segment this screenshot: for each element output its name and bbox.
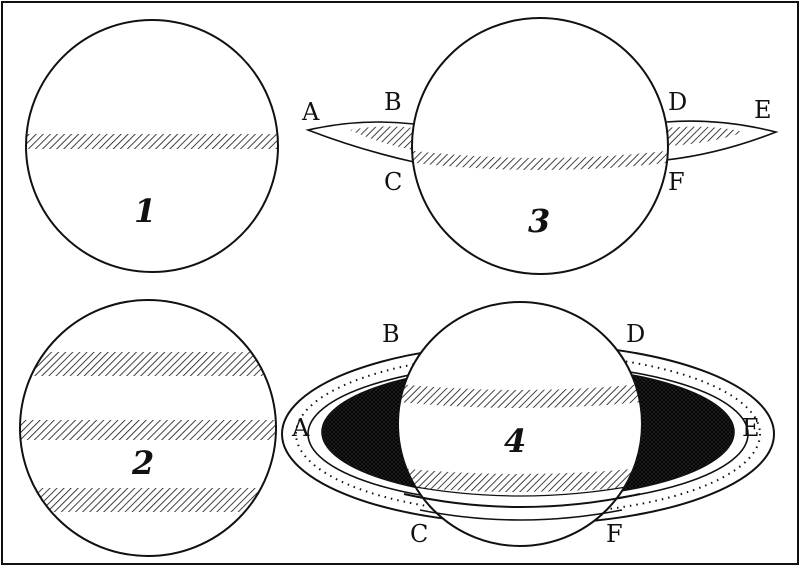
figure-4: 4 A B C D E F	[281, 301, 775, 548]
figure-4-label-d: D	[626, 320, 645, 348]
figure-3-ring-left-shade	[350, 126, 414, 150]
figure-4-ring-dotted	[295, 353, 761, 515]
figure-1-planet	[25, 19, 279, 273]
figure-4-label-b: B	[382, 320, 400, 348]
figure-3-label-c: C	[384, 168, 402, 196]
figure-4-band-top	[398, 384, 642, 408]
figure-4-number: 4	[504, 422, 526, 460]
figure-2-band-top	[20, 352, 276, 376]
figure-1: 1	[25, 19, 279, 273]
figure-3-ring-right-shade	[666, 126, 744, 146]
figure-3-label-b: B	[384, 88, 402, 116]
figure-3: 3 A B C D E F	[301, 17, 779, 275]
figure-1-band	[26, 134, 278, 149]
figure-4-label-f: F	[606, 520, 623, 548]
figure-3-label-f: F	[668, 168, 685, 196]
figure-2: 2	[19, 299, 277, 557]
figure-3-label-d: D	[668, 88, 687, 116]
figure-2-planet	[19, 299, 277, 557]
figure-4-ring-front-inner	[409, 485, 633, 497]
figure-4-ring-front-edge	[419, 509, 623, 521]
figure-2-band-bottom	[20, 488, 276, 512]
figure-4-label-c: C	[410, 520, 428, 548]
figure-3-band	[412, 150, 668, 170]
figure-4-ring-front	[403, 493, 641, 508]
figure-2-number: 2	[131, 444, 154, 482]
figure-3-label-a: A	[301, 98, 320, 126]
figure-3-label-e: E	[754, 96, 772, 124]
figure-4-band-bottom	[398, 468, 642, 492]
figure-3-number: 3	[528, 202, 550, 240]
figure-4-label-a: A	[291, 414, 310, 442]
figure-3-planet	[411, 17, 669, 275]
figure-2-band-middle	[20, 420, 276, 440]
figure-1-number: 1	[134, 192, 156, 230]
figure-4-label-e: E	[742, 414, 760, 442]
